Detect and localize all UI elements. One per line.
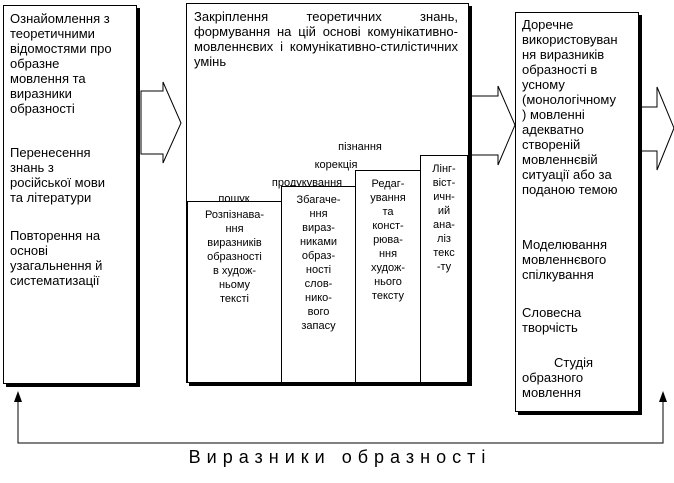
left-up-arrowhead (14, 391, 22, 402)
left-box (3, 5, 137, 384)
bottom-label: Виразники образності (188, 447, 492, 467)
arrow-center-to-right (469, 85, 516, 166)
right-box-text-1: Доречне використовуван ня виразників обр… (522, 17, 618, 197)
column-zbagachennia: Збагаче- ння вираз- никами образ- ності … (281, 186, 356, 383)
right-box-text-3: Словесна творчість (522, 305, 582, 335)
stair-label-korektsiia: корекція (314, 159, 358, 171)
center-box-title: Закріплення теоретичних знань, формуванн… (194, 9, 458, 69)
right-box (515, 12, 639, 412)
left-box-text-1: Ознайомлення з теоретичними відомостями … (10, 11, 112, 116)
right-box-text-4: Студія образного мовлення (522, 355, 594, 400)
left-box-text-2: Перенесення знань з російської мови та л… (10, 145, 106, 205)
bottom-loop-line (17, 398, 664, 444)
right-up-arrowhead (659, 391, 667, 402)
column-redaguvannia: Редаг- ування та конст- рюва- ння худож-… (355, 170, 421, 383)
left-box-text-3: Повторення на основі узагальнення й сист… (10, 228, 103, 288)
arrow-right-outgoing (639, 86, 674, 171)
stair-label-piznannia: пізнання (338, 141, 382, 153)
column-lingvistychnyi: Лінг- віст- ичн- ий ана- ліз текс -ту (420, 155, 468, 383)
arrow-left-to-center (140, 81, 182, 164)
right-box-text-2: Моделювання мовленнєвого спілкування (522, 237, 608, 282)
column-rozpiznavannia: Розпізнава- ння виразників образності в … (187, 201, 282, 383)
